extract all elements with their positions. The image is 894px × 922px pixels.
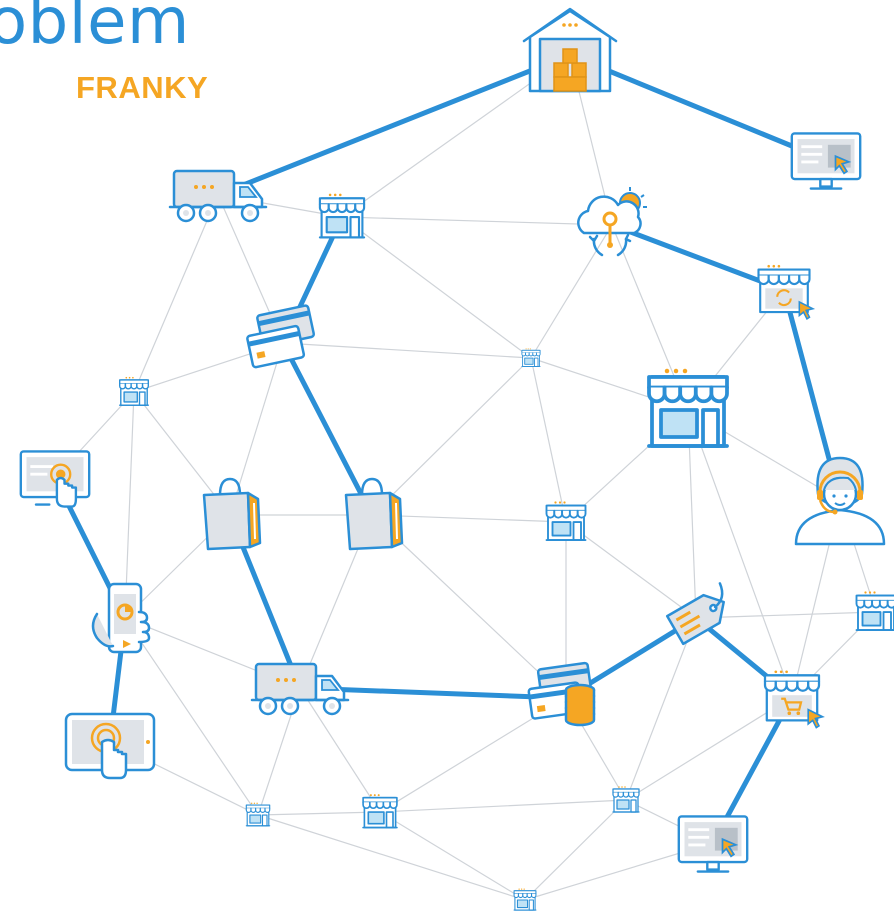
desktop-monitor-icon (790, 132, 862, 190)
header-subtitle: FRANKY (76, 70, 209, 105)
customer-support-icon (794, 456, 886, 546)
edge-shopping-bag-2-cards-coins (371, 514, 567, 699)
edge-warehouse-desktop-top-right (567, 52, 829, 163)
smartphone-icon (91, 582, 151, 654)
storefront-icon (545, 501, 587, 541)
storefront-icon (647, 368, 729, 448)
edge-store-bottom-1-store-bottom-2 (257, 811, 381, 816)
edge-truck-top-store-small-left (133, 194, 219, 393)
edge-store-cart-store-large (687, 409, 793, 698)
header-title: oblem (0, 0, 190, 59)
delivery-truck-icon (168, 169, 268, 223)
edge-store-top-store-small-center (341, 216, 532, 359)
credit-card-icon (246, 304, 315, 369)
edge-store-bottom-3-store-cart (625, 696, 793, 801)
delivery-truck-icon (250, 662, 350, 716)
edge-price-tag-store-right-edge (695, 611, 877, 619)
tablet-touch-icon (64, 712, 156, 780)
storefront-icon (521, 348, 541, 367)
storefront-icon (362, 794, 398, 829)
edge-cloud-sync-store-small-center (530, 224, 613, 359)
edge-store-mid-price-tag (565, 521, 697, 619)
storefront-sync-icon (757, 264, 816, 321)
warehouse-icon (522, 7, 618, 93)
storefront-icon (318, 193, 366, 239)
edge-credit-cards-store-small-center (282, 342, 532, 359)
cloud-sync-icon (577, 187, 647, 257)
edge-store-bottom-3-store-bottom-4 (524, 799, 627, 901)
edge-truck-bottom-cards-coins (297, 685, 569, 701)
desktop-touch-icon (19, 450, 91, 508)
storefront-icon (119, 376, 149, 406)
edge-shopping-bag-2-store-mid (371, 514, 567, 523)
edge-store-small-center-store-mid (530, 357, 567, 523)
edge-credit-cards-shopping-bag-1 (229, 342, 284, 516)
edge-cloud-sync-store-sync (609, 222, 787, 293)
edge-store-small-center-shopping-bag-2 (371, 357, 532, 516)
storefront-icon (513, 888, 537, 911)
edge-warehouse-truck-top (215, 52, 573, 198)
edge-store-small-left-phone (124, 391, 135, 619)
storefront-cart-icon (763, 670, 825, 729)
node-icons (19, 7, 894, 911)
edge-truck-bottom-store-bottom-2 (299, 687, 381, 813)
shopping-bag-icon (344, 477, 404, 551)
price-tag-icon (665, 582, 725, 646)
payment-coins-icon (527, 661, 596, 727)
edge-store-bottom-2-store-bottom-4 (379, 811, 526, 901)
edge-credit-cards-shopping-bag-2 (280, 340, 375, 518)
storefront-icon (855, 591, 894, 631)
storefront-icon (612, 786, 640, 813)
desktop-monitor-icon (677, 815, 749, 873)
edge-store-top-cloud-sync (341, 216, 613, 226)
shopping-bag-icon (202, 477, 262, 551)
edge-store-bottom-1-store-bottom-4 (257, 814, 526, 901)
edge-store-bottom-2-store-bottom-3 (379, 799, 627, 813)
edge-phone-store-bottom-1 (124, 617, 259, 816)
edge-store-bottom-3-price-tag (625, 617, 697, 801)
thick-connections (52, 52, 843, 846)
storefront-icon (245, 802, 271, 827)
